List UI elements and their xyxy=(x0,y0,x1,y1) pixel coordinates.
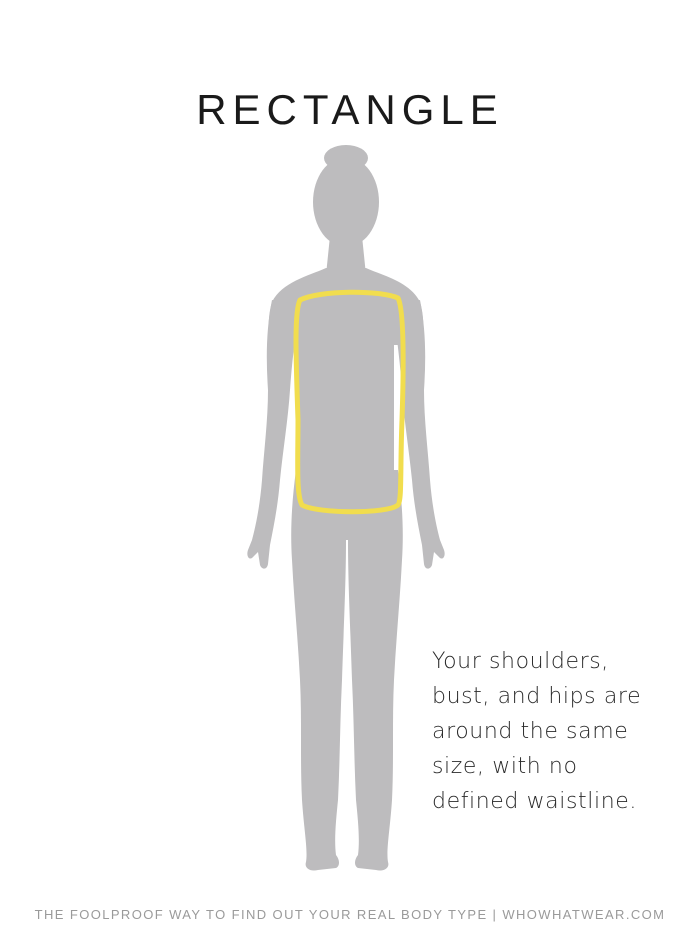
footer-caption: THE FOOLPROOF WAY TO FIND OUT YOUR REAL … xyxy=(34,907,666,922)
description-line: Your shoulders, xyxy=(432,649,609,674)
rectangle-outline-icon xyxy=(293,289,406,515)
description-line: size, with no xyxy=(432,754,578,779)
description-line: defined waistline. xyxy=(432,789,637,814)
description-text: Your shoulders, bust, and hips are aroun… xyxy=(432,644,672,819)
description-line: around the same xyxy=(432,719,629,744)
page-title: RECTANGLE xyxy=(196,86,504,134)
description-line: bust, and hips are xyxy=(432,684,642,709)
